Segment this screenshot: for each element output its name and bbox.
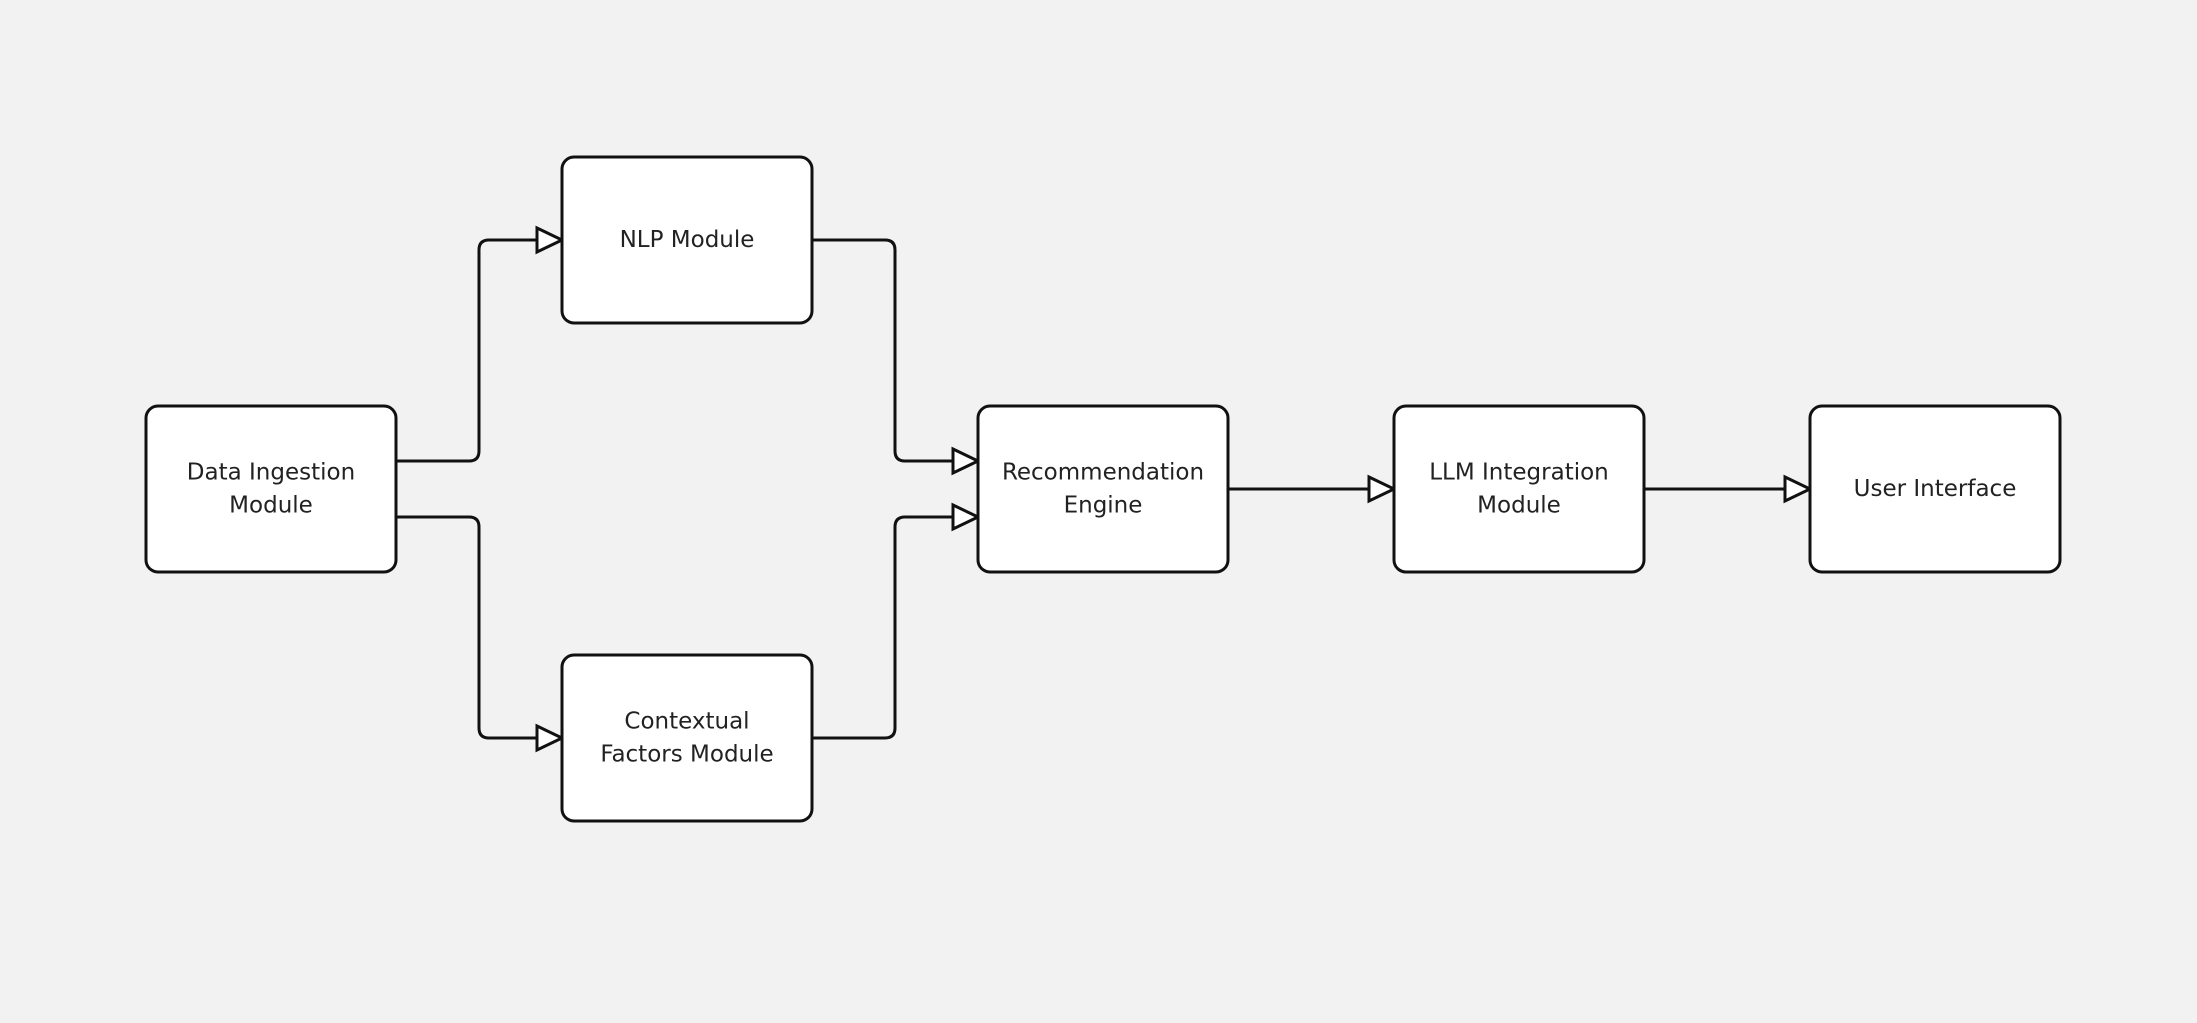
connector-line xyxy=(812,515,954,740)
connector-line xyxy=(812,238,954,463)
node-box xyxy=(560,653,814,823)
edge-data-ingestion-to-contextual xyxy=(396,515,566,753)
node-box xyxy=(1392,404,1646,574)
connector-line xyxy=(396,238,538,463)
node-label: Contextual xyxy=(624,709,749,735)
arrow-icon xyxy=(1783,474,1814,504)
edge-data-ingestion-to-nlp xyxy=(396,225,566,463)
node-label: Data Ingestion xyxy=(187,460,355,486)
node-nlp[interactable]: NLP Module xyxy=(560,155,814,325)
node-label: NLP Module xyxy=(620,227,755,253)
edge-contextual-to-recommendation xyxy=(812,502,982,740)
node-box xyxy=(976,404,1230,574)
arrow-icon xyxy=(535,723,566,753)
arrow-icon xyxy=(535,225,566,255)
arrow-icon xyxy=(1367,474,1398,504)
connector-line xyxy=(396,515,538,740)
node-box xyxy=(1808,404,2062,574)
node-label: Factors Module xyxy=(600,742,773,768)
node-label: Engine xyxy=(1064,493,1143,519)
edge-nlp-to-recommendation xyxy=(812,238,982,476)
edge-llm-to-ui xyxy=(1644,474,1814,504)
node-label: User Interface xyxy=(1854,476,2017,502)
arrow-icon xyxy=(951,446,982,476)
node-label: Module xyxy=(1477,493,1561,519)
edges-layer xyxy=(396,225,1814,753)
node-label: Recommendation xyxy=(1002,460,1204,486)
node-label: LLM Integration xyxy=(1429,460,1609,486)
node-box xyxy=(144,404,398,574)
node-ui[interactable]: User Interface xyxy=(1808,404,2062,574)
edge-recommendation-to-llm xyxy=(1228,474,1398,504)
node-box xyxy=(560,155,814,325)
node-label: Module xyxy=(229,493,313,519)
arrow-icon xyxy=(951,502,982,532)
